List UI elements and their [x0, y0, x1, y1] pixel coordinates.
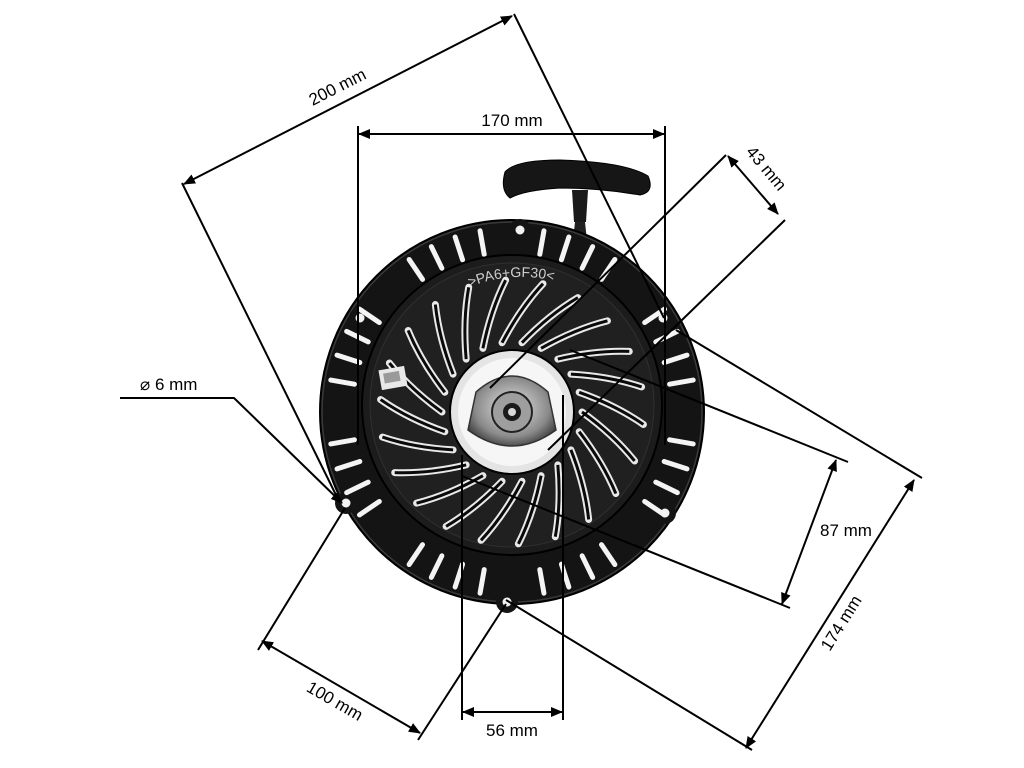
dimension-56: 56 mm [461, 395, 564, 740]
cooling-fin [577, 430, 618, 495]
mount-hole [341, 498, 351, 508]
vent-slot [558, 234, 572, 263]
cooling-fin [500, 282, 545, 344]
dimension-label-100: 100 mm [303, 678, 366, 725]
recoil-starter-image: >PA6+GF30< [319, 159, 705, 613]
cooling-fin [433, 304, 455, 375]
vent-slot [642, 498, 668, 518]
vent-slot [477, 228, 487, 257]
central-hub [449, 349, 575, 475]
vent-slot [452, 234, 466, 263]
vent-slot [428, 553, 445, 580]
vent-slot [334, 352, 363, 366]
cooling-fin [481, 279, 507, 349]
cooling-fin [517, 475, 543, 545]
vent-slot [328, 377, 357, 387]
vent-slot [667, 437, 696, 447]
cooling-fin [569, 449, 591, 520]
dimension-label-87: 87 mm [820, 521, 872, 540]
cooling-fin [381, 435, 454, 452]
dimension-6-diameter: ⌀ 6 mm [120, 375, 343, 504]
cooling-fin [416, 474, 484, 505]
dimension-label-56: 56 mm [486, 721, 538, 740]
cooling-fin [479, 480, 524, 542]
mount-hole [355, 313, 365, 323]
vent-slot [428, 244, 445, 271]
vent-slot [661, 352, 690, 366]
vent-slot [356, 306, 382, 326]
vent-slot [406, 542, 426, 568]
dimension-label-43: 43 mm [742, 142, 790, 194]
barcode-label [378, 365, 408, 391]
dimension-label-170: 170 mm [481, 111, 542, 130]
cooling-fin [578, 390, 645, 426]
dimension-label-6: ⌀ 6 mm [140, 375, 197, 394]
cooling-fin [463, 287, 471, 360]
vent-slot [328, 437, 357, 447]
cooling-fin [540, 319, 608, 350]
vent-slot [537, 567, 547, 596]
vent-slot [653, 328, 680, 345]
cooling-fins [377, 276, 647, 548]
vent-slot [579, 553, 596, 580]
cooling-fin [406, 329, 447, 394]
vent-slot [653, 479, 680, 496]
cooling-fin [570, 372, 643, 389]
cooling-fin [553, 464, 561, 537]
cooling-fin [379, 398, 446, 434]
dimension-annotations: 200 mm 170 mm 43 mm ⌀ 6 mm 87 mm [120, 13, 923, 751]
dimension-label-200: 200 mm [306, 65, 369, 110]
vent-slot [661, 458, 690, 472]
vent-slot [667, 377, 696, 387]
vent-slot [356, 498, 382, 518]
cooling-fin [394, 463, 467, 475]
vent-slot [334, 458, 363, 472]
vent-slot [537, 228, 547, 257]
vent-slot [344, 479, 371, 496]
vent-slot [477, 567, 487, 596]
vent-slot [598, 542, 618, 568]
mount-hole [515, 225, 525, 235]
vent-slot [406, 256, 426, 282]
ventilation-slots [328, 228, 696, 596]
cooling-fin [445, 480, 504, 528]
cooling-fin [557, 349, 630, 361]
cooling-fin [520, 296, 579, 344]
vent-slot [579, 244, 596, 271]
cooling-fin [581, 410, 636, 462]
dimension-170: 170 mm [357, 111, 666, 445]
